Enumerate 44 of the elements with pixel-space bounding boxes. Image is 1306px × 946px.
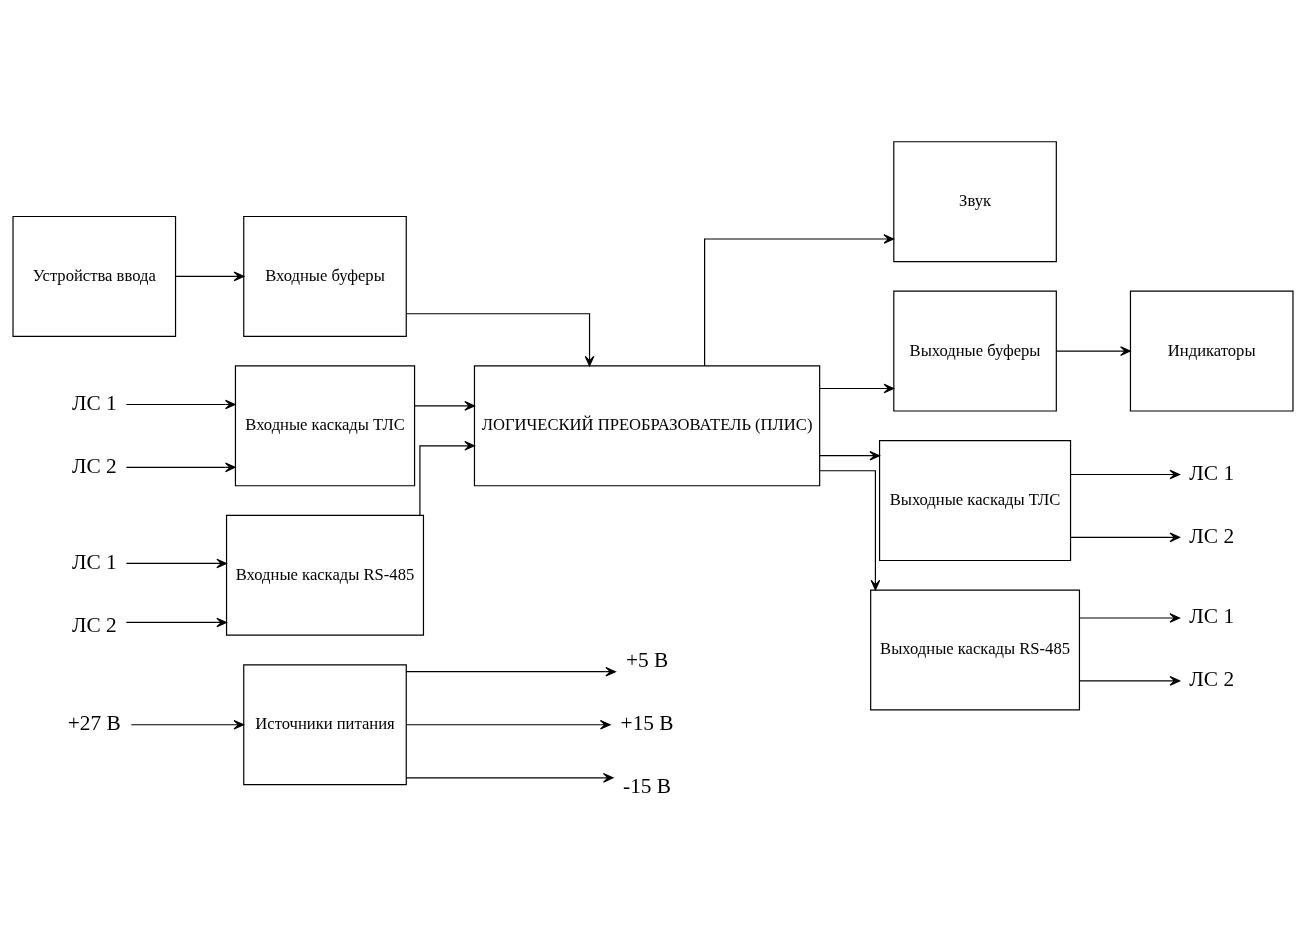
arrow bbox=[130, 719, 245, 730]
arrow bbox=[125, 462, 236, 473]
node-box: Индикаторы bbox=[1129, 290, 1294, 412]
node-text: ЛС 2 bbox=[71, 612, 117, 637]
arrow bbox=[405, 666, 616, 677]
arrow bbox=[419, 440, 475, 516]
node-box: Устройства ввода bbox=[12, 215, 177, 337]
node-box: Входные буферы bbox=[243, 215, 407, 337]
node-box: Выходные каскады RS-485 bbox=[870, 589, 1081, 711]
arrow bbox=[125, 617, 227, 628]
arrow bbox=[819, 383, 895, 394]
node-box: Выходные буферы bbox=[893, 290, 1057, 412]
arrow bbox=[414, 401, 475, 411]
node-text: ЛС 1 bbox=[71, 549, 117, 574]
arrow bbox=[1078, 613, 1181, 623]
node-text: ЛС 2 bbox=[71, 453, 117, 478]
arrow bbox=[819, 470, 881, 591]
node-text: ЛС 1 bbox=[1189, 460, 1235, 485]
arrow bbox=[175, 271, 245, 282]
arrow bbox=[819, 450, 881, 461]
arrow bbox=[405, 313, 595, 367]
arrow bbox=[1078, 676, 1181, 686]
node-text: +5 В bbox=[625, 648, 669, 673]
arrow bbox=[405, 773, 614, 783]
node-text: -15 В bbox=[623, 773, 672, 798]
node-text: +27 В bbox=[67, 711, 121, 735]
node-text: ЛС 2 bbox=[1189, 523, 1235, 548]
node-box: ЛОГИЧЕСКИЙ ПРЕОБРАЗОВАТЕЛЬ (ПЛИС) bbox=[473, 365, 821, 487]
node-box: Источники питания bbox=[243, 664, 407, 786]
node-text: ЛС 1 bbox=[1189, 604, 1235, 629]
arrow bbox=[125, 558, 227, 569]
node-text: ЛС 2 bbox=[1189, 667, 1235, 692]
arrow bbox=[125, 399, 236, 410]
node-text: +15 В bbox=[620, 711, 674, 735]
arrow bbox=[1055, 346, 1131, 356]
arrow bbox=[1070, 469, 1181, 480]
arrow bbox=[704, 234, 895, 367]
arrow bbox=[405, 719, 611, 730]
arrow bbox=[1070, 532, 1181, 543]
node-box: Входные каскады RS-485 bbox=[225, 514, 425, 636]
node-box: Звук bbox=[893, 141, 1057, 263]
node-box: Входные каскады ТЛС bbox=[234, 365, 416, 487]
node-text: ЛС 1 bbox=[71, 390, 117, 415]
node-box: Выходные каскады ТЛС bbox=[878, 440, 1072, 562]
